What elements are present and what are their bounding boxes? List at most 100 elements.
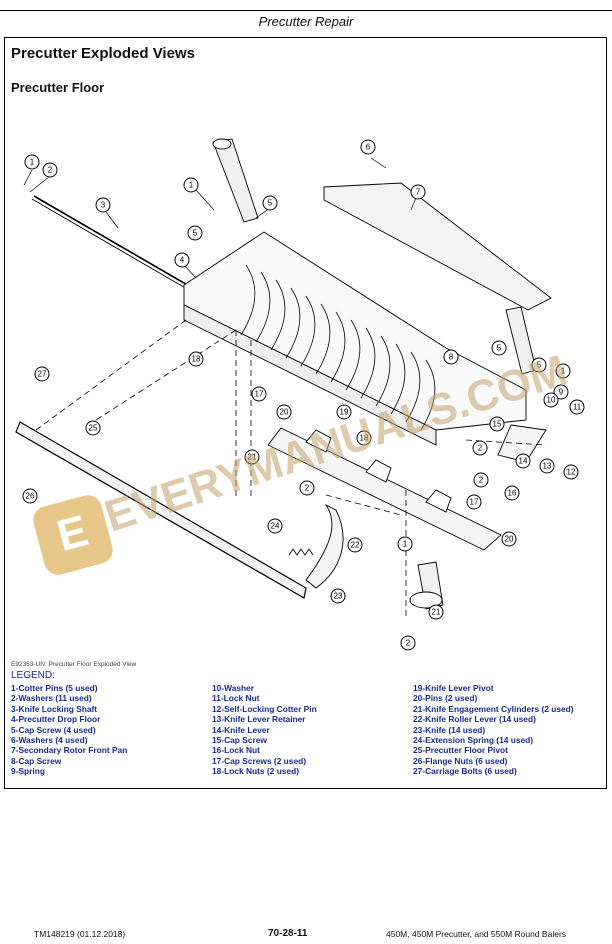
legend-item: 25-Precutter Floor Pivot [413, 745, 508, 756]
legend-item: 24-Extension Spring (14 used) [413, 735, 534, 746]
callout-11: 11 [569, 399, 585, 415]
svg-text:17: 17 [470, 498, 479, 507]
legend-item: 21-Knife Engagement Cylinders (2 used) [413, 703, 574, 714]
svg-text:18: 18 [192, 355, 201, 364]
callout-20: 20 [276, 404, 292, 420]
callout-18b: 18 [356, 430, 372, 446]
svg-text:20: 20 [280, 408, 289, 417]
svg-text:15: 15 [493, 420, 502, 429]
footer-page-number: 70-28-11 [268, 928, 308, 939]
svg-text:8: 8 [449, 353, 454, 362]
svg-text:19: 19 [340, 408, 349, 417]
callout-7: 7 [410, 184, 426, 200]
svg-text:6: 6 [366, 143, 371, 152]
footer-model-info: 450M, 450M Precutter, and 550M Round Bal… [386, 929, 567, 939]
svg-text:11: 11 [573, 403, 582, 412]
callout-17b: 17 [251, 386, 267, 402]
legend-item: 27-Carriage Bolts (6 used) [413, 766, 517, 777]
svg-text:10: 10 [547, 396, 556, 405]
legend-column-1: 1-Cotter Pins (5 used) 2-Washers (11 use… [11, 683, 127, 777]
callout-20b: 20 [501, 531, 517, 547]
callout-21b: 21 [428, 604, 444, 620]
callout-1d: 1 [397, 536, 413, 552]
content-frame [4, 37, 607, 789]
callout-2: 2 [42, 162, 58, 178]
callout-13: 13 [539, 458, 555, 474]
page-header-title: Precutter Repair [258, 14, 354, 29]
svg-text:2: 2 [305, 484, 310, 493]
footer-document-id: TM148219 (01.12.2018) [34, 929, 126, 939]
callout-21: 21 [244, 449, 260, 465]
svg-text:5: 5 [497, 344, 502, 353]
svg-text:2: 2 [479, 476, 484, 485]
svg-text:5: 5 [537, 361, 542, 370]
callout-23: 23 [330, 588, 346, 604]
knife-locking-shaft [33, 195, 197, 291]
svg-text:4: 4 [180, 256, 185, 265]
legend-item: 3-Knife Locking Shaft [11, 703, 98, 714]
subsection-title: Precutter Floor [11, 80, 105, 95]
svg-text:23: 23 [334, 592, 343, 601]
callout-17: 17 [466, 494, 482, 510]
svg-text:22: 22 [351, 541, 360, 550]
legend-item: 26-Flange Nuts (6 used) [413, 755, 508, 766]
secondary-rotor-front-pan [323, 182, 552, 311]
legend-column-3: 19-Knife Lever Pivot 20-Pins (2 used) 21… [413, 683, 574, 777]
exploded-view-diagram: 1 2 3 4 1 5 5 6 7 8 5 5 1 9 10 11 12 13 … [15, 138, 585, 651]
svg-text:9: 9 [559, 388, 564, 397]
svg-text:5: 5 [268, 199, 273, 208]
callout-5c: 5 [491, 340, 507, 356]
watermark-logo [33, 495, 113, 575]
legend-item: 19-Knife Lever Pivot [413, 683, 494, 693]
svg-text:1: 1 [561, 367, 566, 376]
legend-column-2: 10-Washer 11-Lock Nut 12-Self-Locking Co… [212, 683, 317, 777]
svg-text:16: 16 [508, 489, 517, 498]
legend-item: 6-Washers (4 used) [11, 735, 88, 746]
svg-text:13: 13 [543, 462, 552, 471]
legend-item: 10-Washer [212, 683, 255, 693]
svg-text:24: 24 [271, 522, 280, 531]
callout-5b: 5 [262, 195, 278, 211]
svg-text:26: 26 [26, 492, 35, 501]
legend-item: 17-Cap Screws (2 used) [212, 755, 307, 766]
legend-item: 13-Knife Lever Retainer [212, 714, 306, 725]
svg-text:1: 1 [30, 158, 35, 167]
knife [305, 503, 344, 589]
callout-10: 10 [543, 392, 559, 408]
callout-6: 6 [360, 139, 376, 155]
legend-item: 22-Knife Roller Lever (14 used) [413, 714, 536, 725]
section-title: Precutter Exploded Views [11, 45, 195, 62]
callout-2b: 2 [473, 472, 489, 488]
svg-text:14: 14 [519, 457, 528, 466]
svg-text:3: 3 [101, 201, 106, 210]
callout-12: 12 [563, 464, 579, 480]
extension-spring [288, 548, 314, 556]
callout-18: 18 [188, 351, 204, 367]
svg-text:5: 5 [193, 229, 198, 238]
svg-text:1: 1 [189, 181, 194, 190]
callout-26: 26 [22, 488, 38, 504]
legend-item: 4-Precutter Drop Floor [11, 714, 101, 725]
callout-2c: 2 [472, 440, 488, 456]
legend-item: 23-Knife (14 used) [413, 724, 486, 735]
legend-item: 20-Pins (2 used) [413, 693, 478, 704]
callout-15: 15 [489, 416, 505, 432]
legend-item: 18-Lock Nuts (2 used) [212, 766, 300, 777]
svg-text:25: 25 [89, 424, 98, 433]
callout-1: 1 [24, 154, 40, 170]
callout-5d: 5 [531, 357, 547, 373]
callout-16: 16 [504, 485, 520, 501]
svg-text:18: 18 [360, 434, 369, 443]
callout-1b: 1 [183, 177, 199, 193]
callout-22: 22 [347, 537, 363, 553]
svg-text:27: 27 [38, 370, 47, 379]
callout-4: 4 [174, 252, 190, 268]
legend-item: 5-Cap Screw (4 used) [11, 724, 96, 735]
callout-24: 24 [267, 518, 283, 534]
callout-2d: 2 [299, 480, 315, 496]
legend-item: 1-Cotter Pins (5 used) [11, 683, 98, 693]
callout-3: 3 [95, 197, 111, 213]
callout-5: 5 [187, 225, 203, 241]
legend-item: 12-Self-Locking Cotter Pin [212, 703, 317, 714]
svg-text:20: 20 [505, 535, 514, 544]
